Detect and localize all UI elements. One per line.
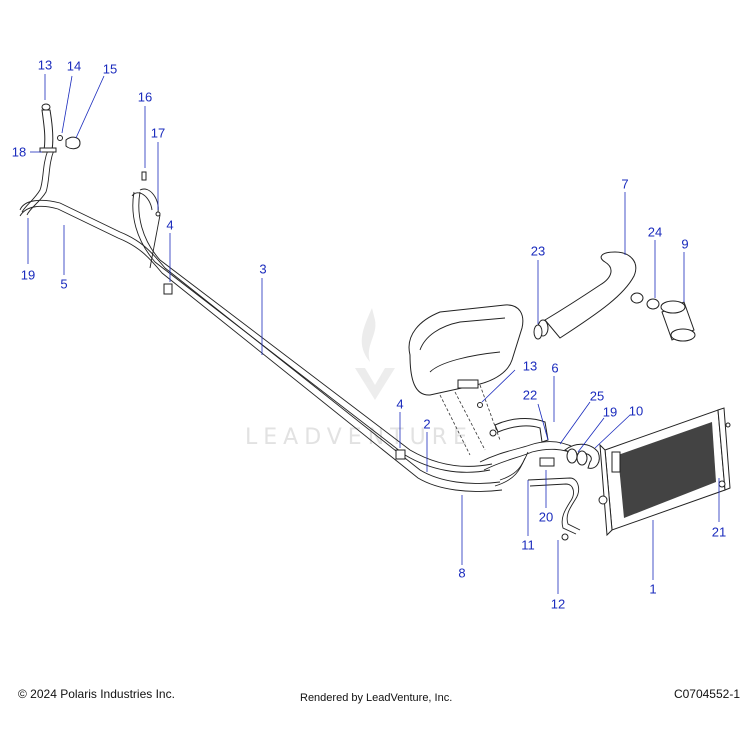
clamp-24b <box>646 298 660 310</box>
clamp-23 <box>533 324 543 340</box>
drawing-number: C0704552-1 <box>673 687 740 701</box>
callout-14[interactable]: 14 <box>66 58 82 74</box>
intake-tube-7 <box>537 251 637 339</box>
callout-20[interactable]: 20 <box>538 509 554 525</box>
valve-core-16 <box>141 171 147 181</box>
callout-11[interactable]: 11 <box>521 537 535 553</box>
clamp-24a <box>630 292 644 304</box>
callout-3[interactable]: 3 <box>259 261 267 277</box>
callout-2[interactable]: 2 <box>423 416 431 432</box>
callout-9[interactable]: 9 <box>681 236 689 252</box>
callout-19[interactable]: 19 <box>20 267 36 283</box>
callout-13[interactable]: 13 <box>37 57 53 73</box>
left-hose-assembly <box>39 103 81 153</box>
callout-21[interactable]: 21 <box>711 524 727 540</box>
callout-7[interactable]: 7 <box>621 176 629 192</box>
callout-22[interactable]: 22 <box>522 387 538 403</box>
watermark-logo <box>355 308 395 400</box>
leader-lines <box>27 74 720 594</box>
callout-4[interactable]: 4 <box>166 217 174 233</box>
air-filter-9 <box>660 300 696 342</box>
cap-17 <box>155 211 161 217</box>
callout-12[interactable]: 12 <box>550 596 566 612</box>
clamp-4-lower <box>395 449 406 460</box>
callout-17[interactable]: 17 <box>150 125 166 141</box>
callout-25[interactable]: 25 <box>589 388 605 404</box>
callout-10[interactable]: 10 <box>628 403 644 419</box>
callout-15[interactable]: 15 <box>102 61 118 77</box>
rendered-by-text: Rendered by LeadVenture, Inc. <box>300 692 453 704</box>
callout-1[interactable]: 1 <box>649 581 657 597</box>
copyright-text: © 2024 Polaris Industries Inc. <box>18 687 175 701</box>
condenser-lines <box>527 443 608 541</box>
callout-8[interactable]: 8 <box>458 565 466 581</box>
evap-line-6 <box>494 417 549 443</box>
callout-19b[interactable]: 19 <box>602 404 618 420</box>
callout-13b[interactable]: 13 <box>522 358 538 374</box>
hvac-evaporator-box <box>408 304 524 396</box>
condenser-1 <box>599 407 731 537</box>
callout-23[interactable]: 23 <box>530 243 546 259</box>
callout-16[interactable]: 16 <box>137 89 153 105</box>
callout-6[interactable]: 6 <box>551 360 559 376</box>
watermark-text: LEADVENTURE <box>245 425 473 450</box>
callout-18[interactable]: 18 <box>11 144 27 160</box>
callout-4b[interactable]: 4 <box>396 396 404 412</box>
refrigerant-line-bundle <box>19 149 579 492</box>
callout-5[interactable]: 5 <box>60 276 68 292</box>
callout-24[interactable]: 24 <box>647 224 663 240</box>
clamp-4-upper <box>163 283 173 295</box>
